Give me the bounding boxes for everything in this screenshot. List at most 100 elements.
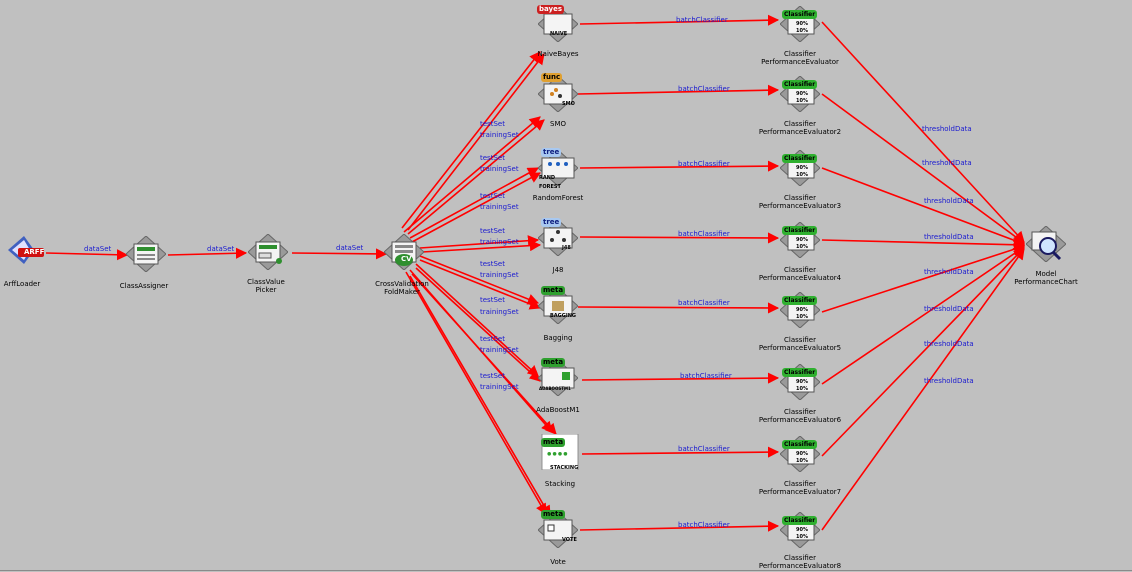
smo-icon [538,76,578,112]
class-assigner-icon [126,236,166,272]
meta-badge-bagging: meta [541,286,566,295]
cross-validation-icon [384,234,424,270]
edge-cv-to-adaboost-a [415,263,539,377]
edge-label-testset-8: testSet [480,372,505,380]
stat-top: 90% [796,237,808,243]
edge-cv-to-smo-a [403,116,541,233]
edge-label-batch-3: batchClassifier [678,160,730,168]
edge-classassigner-to-picker [167,247,248,259]
edge-label-batch-7: batchClassifier [678,445,730,453]
edge-cv-to-rf-a [409,167,539,239]
edge-bagging-to-eval5 [577,302,780,314]
edge-label-threshold-5: thresholdData [924,268,974,276]
edge-label-trainingset-3: trainingSet [480,203,519,211]
edge-label-trainingset-5: trainingSet [480,271,519,279]
classifier-badge: Classifier [782,80,818,89]
edge-eval5-to-chart [821,243,1026,313]
classifier-badge: Classifier [782,440,818,449]
node-label-smo: SMO [550,120,566,128]
canvas-bottom-border [0,570,1132,571]
edge-label-trainingset-2: trainingSet [480,165,519,173]
node-label-classvaluepicker: ClassValue Picker [247,278,285,294]
random-forest-icon [538,150,578,186]
meta-badge-adaboost: meta [541,358,566,367]
edge-cv-to-vote-a [405,271,547,515]
edge-label-batch-8: batchClassifier [678,521,730,529]
edge-label-testset-7: testSet [480,335,505,343]
stat-bottom: 10% [796,314,808,320]
node-label-randomforest: RandomForest [532,194,584,202]
edge-cv-to-vote-b [409,275,551,517]
classifier-badge: Classifier [782,516,818,525]
edge-smo-to-eval2 [577,84,780,96]
stat-top: 90% [796,307,808,313]
node-label-adaboostm1: AdaBoostM1 [536,406,580,414]
stat-bottom: 10% [796,28,808,34]
edge-label-testset-2: testSet [480,154,505,162]
stat-top: 90% [796,527,808,533]
node-label-j48: J48 [552,266,564,274]
edge-cv-to-j48-b [421,240,542,253]
edge-rf-to-eval3 [579,160,780,172]
node-label-evaluator-7: Classifier PerformanceEvaluator7 [758,480,842,496]
edge-eval7-to-chart [821,247,1025,457]
edge-adaboost-to-eval6 [581,372,780,384]
j48-caption: J48 [562,245,571,251]
adaboost-icon [538,360,578,396]
edge-label-trainingset-8: trainingSet [480,383,519,391]
edge-label-trainingset-6: trainingSet [480,308,519,316]
edge-cv-to-stacking-b [411,273,557,435]
edge-label-threshold-8: thresholdData [924,377,974,385]
edge-cv-to-naivebayes-b [407,53,545,231]
classifier-badge: Classifier [782,296,818,305]
edge-label-trainingset-4: trainingSet [480,238,519,246]
naive-caption: NAIVE [550,31,568,37]
meta-badge-stacking: meta [541,438,566,447]
edge-label-threshold-2: thresholdData [922,159,972,167]
node-label-evaluator-1: Classifier PerformanceEvaluator [761,50,839,66]
edge-label-batch-5: batchClassifier [678,299,730,307]
edge-cv-to-rf-b [411,172,541,243]
classifier-badge: Classifier [782,10,818,19]
edge-picker-to-cv [291,248,388,260]
edge-cv-to-bagging-a [419,255,540,305]
stat-top: 90% [796,451,808,457]
edge-vote-to-eval8 [579,520,780,532]
arff-loader-icon [8,236,44,264]
edge-label-trainingset-1: trainingSet [480,131,519,139]
edge-cv-to-adaboost-b [415,267,541,382]
vote-icon [538,512,578,548]
edge-cv-to-smo-b [407,119,545,235]
model-performance-chart-icon [1026,226,1066,262]
edge-label-batch-4: batchClassifier [678,230,730,238]
edge-label-testset-5: testSet [480,260,505,268]
edge-label-testset-1: testSet [480,120,505,128]
stat-bottom: 10% [796,172,808,178]
stat-bottom: 10% [796,244,808,250]
cv-badge: CV [401,255,412,263]
meta-badge-vote: meta [541,510,566,519]
edge-label-dataset-2: dataSet [207,245,235,253]
class-value-picker-icon [248,234,288,270]
edge-eval1-to-chart [821,21,1025,243]
edge-label-batch-1: batchClassifier [676,16,728,24]
tree-badge-j48: tree [541,218,562,227]
edge-eval8-to-chart [821,248,1025,531]
edge-cv-to-bagging-b [419,259,542,310]
node-label-evaluator-3: Classifier PerformanceEvaluator3 [758,194,842,210]
node-label-vote: Vote [550,558,566,566]
node-label-evaluator-4: Classifier PerformanceEvaluator4 [758,266,842,282]
edge-j48-to-eval4 [579,232,780,244]
edge-label-dataset-1: dataSet [84,245,112,253]
node-label-classassigner: ClassAssigner [119,282,169,290]
stat-bottom: 10% [796,98,808,104]
edge-eval2-to-chart [821,93,1025,244]
stat-top: 90% [796,165,808,171]
stat-bottom: 10% [796,458,808,464]
edge-cv-to-naivebayes-a [401,51,541,229]
edge-eval4-to-chart [821,239,1026,251]
edge-arff-to-classassigner [45,249,129,261]
edge-label-testset-6: testSet [480,296,505,304]
